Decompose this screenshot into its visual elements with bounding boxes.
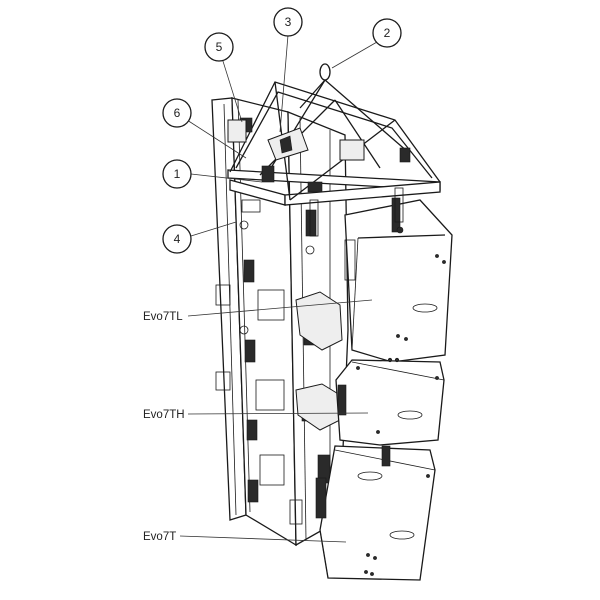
callout-3-label: 3 [285,15,292,29]
leader-6 [186,119,247,159]
leader-evo7t [179,535,347,543]
leader-5 [221,57,243,123]
leader-evo7th [187,412,369,415]
callout-6-label: 6 [174,106,181,120]
cabinet-evo7tl [344,197,453,363]
leader-4 [190,221,237,237]
middle-column [287,111,349,547]
callout-4: 4 [162,224,192,254]
leader-evo7tl [187,299,373,317]
callout-6: 6 [162,98,192,128]
callout-3: 3 [273,7,303,37]
callout-2-label: 2 [384,26,391,40]
rigging-frame [227,63,441,237]
model-label-evo7th: Evo7TH [143,409,185,421]
model-label-evo7t: Evo7T [143,531,176,543]
leader-3 [279,34,289,133]
callout-4-label: 4 [174,232,181,246]
callout-5-label: 5 [216,40,223,54]
leader-2 [331,41,378,69]
cabinet-evo7t [315,445,436,581]
callout-1-label: 1 [174,167,181,181]
cabinet-evo7th [335,357,445,446]
leader-1 [190,173,263,183]
callout-1: 1 [162,159,192,189]
rear-column [211,97,297,547]
callout-5: 5 [204,32,234,62]
model-label-evo7tl: Evo7TL [143,311,183,323]
callout-leaders [179,34,378,543]
callout-2: 2 [372,18,402,48]
